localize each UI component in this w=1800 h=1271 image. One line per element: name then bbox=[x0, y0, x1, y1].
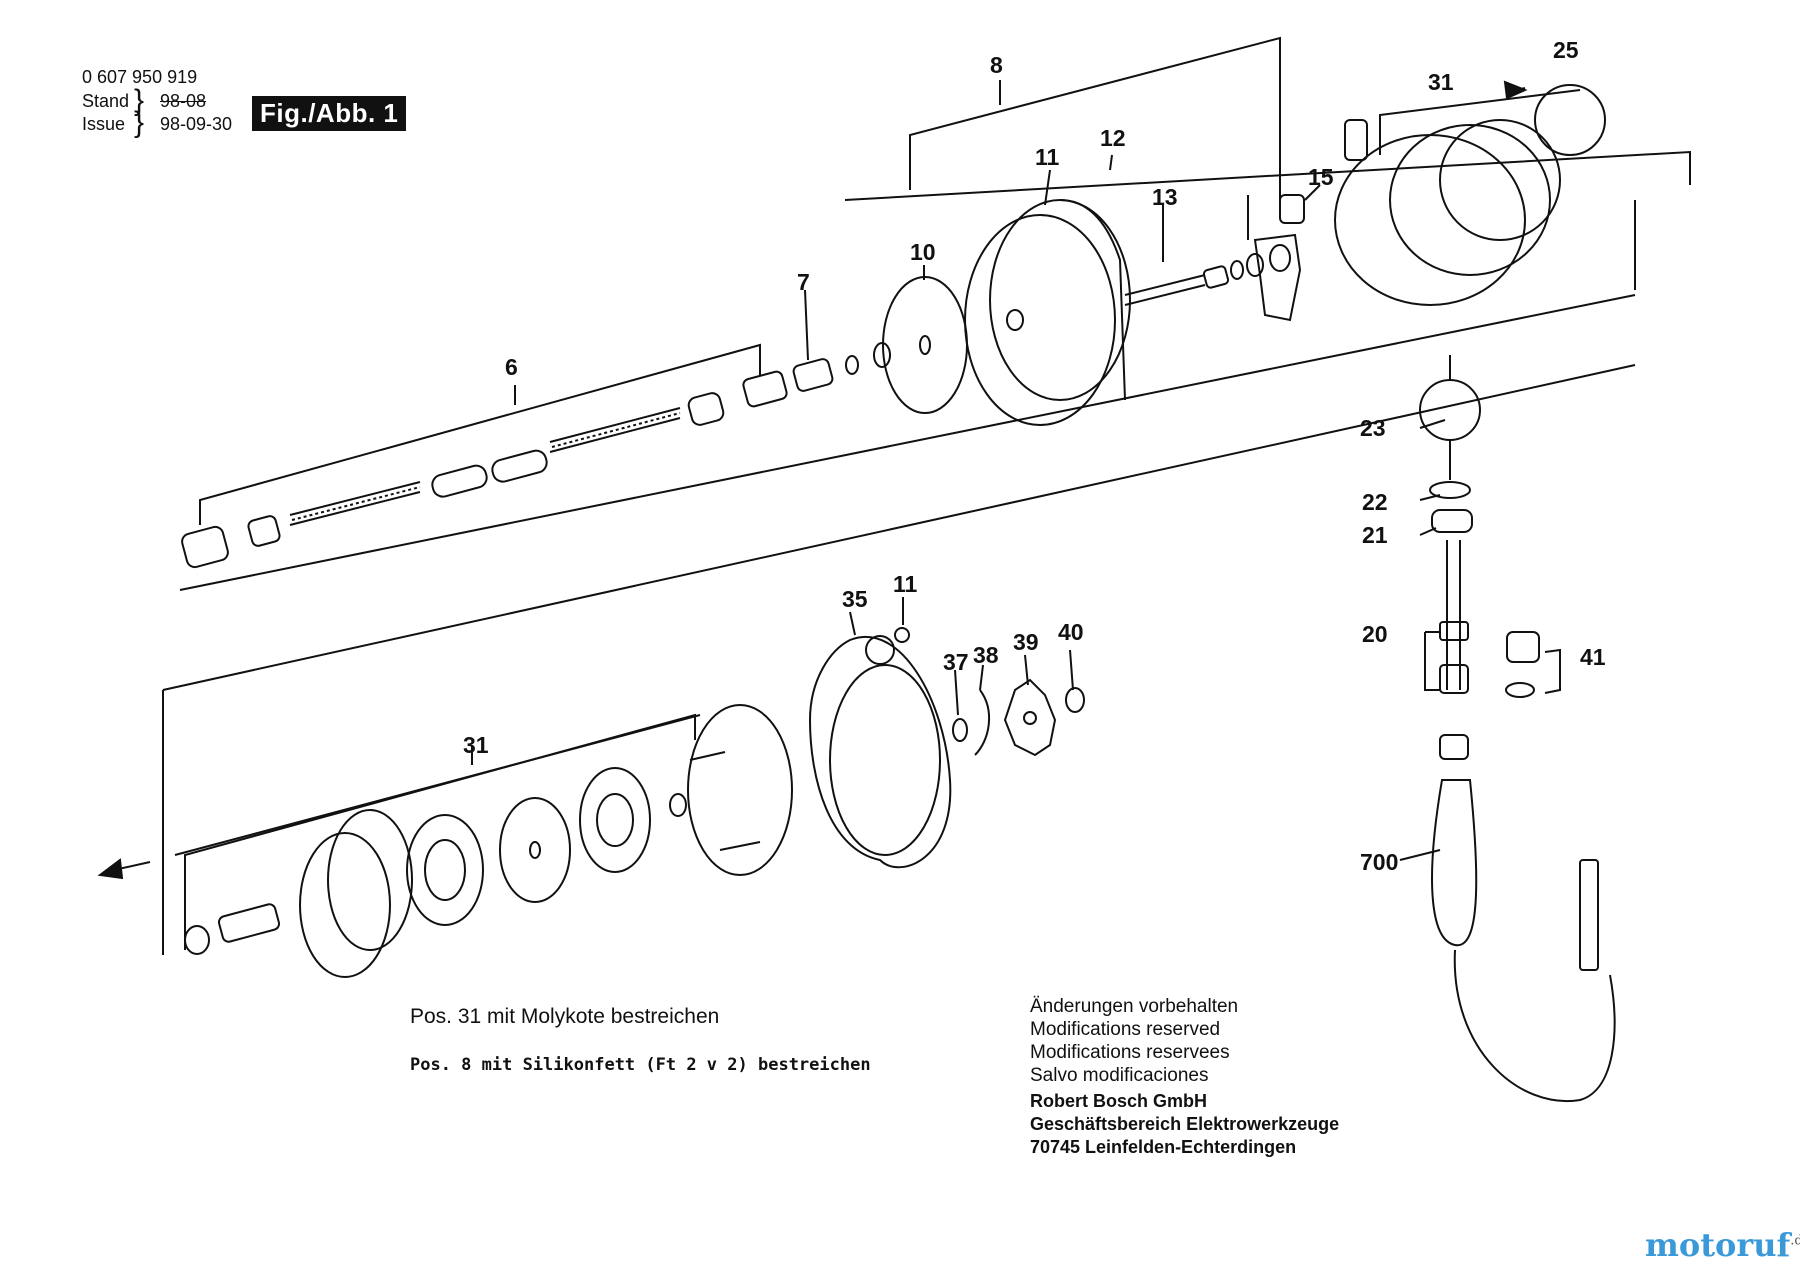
part-number: 0 607 950 919 bbox=[82, 67, 198, 87]
part-700-probe bbox=[1579, 859, 1599, 971]
note-silikonfett: Pos. 8 mit Silikonfett (Ft 2 v 2) bestre… bbox=[410, 1055, 871, 1075]
part-6-spring-coils bbox=[291, 486, 421, 521]
callout-6: 6 bbox=[505, 354, 518, 380]
part-6-nut-small bbox=[247, 515, 281, 547]
callout-38: 38 bbox=[973, 642, 999, 668]
callout-21: 21 bbox=[1362, 522, 1388, 548]
part-11-nut-lower bbox=[894, 627, 910, 643]
bracket-8 bbox=[909, 36, 1281, 200]
bracket-31-lower bbox=[184, 713, 696, 950]
callout-8: 8 bbox=[990, 52, 1003, 78]
part-700-cable bbox=[1453, 949, 1616, 1103]
upper-axis-line bbox=[179, 294, 1636, 591]
callout-700: 700 bbox=[1360, 849, 1398, 875]
callout-10: 10 bbox=[910, 239, 936, 265]
part-6-spring-right bbox=[549, 407, 681, 453]
direction-arrow-upper bbox=[1503, 80, 1528, 100]
part-31-pin bbox=[217, 903, 281, 943]
bracket-31-upper bbox=[1379, 89, 1581, 155]
part-41-washer bbox=[1505, 682, 1535, 698]
callout-35: 35 bbox=[842, 586, 868, 612]
callout-22: 22 bbox=[1362, 489, 1388, 515]
callout-13: 13 bbox=[1152, 184, 1178, 210]
callout-25: 25 bbox=[1553, 37, 1579, 63]
part-20-valve-stem bbox=[1446, 540, 1461, 690]
note-molykote: Pos. 31 mit Molykote bestreichen bbox=[410, 1005, 720, 1028]
callout-7: 7 bbox=[797, 269, 810, 295]
callout-31-lower: 31 bbox=[463, 732, 489, 758]
part-700-loop bbox=[1431, 779, 1478, 947]
part-6-nut-right bbox=[687, 392, 725, 426]
watermark-name: motoruf bbox=[1645, 1226, 1791, 1264]
stand-label: Stand bbox=[82, 91, 130, 111]
callout-41: 41 bbox=[1580, 644, 1606, 670]
part-31-plate bbox=[687, 704, 793, 876]
modification-line: Änderungen vorbehalten bbox=[1030, 996, 1239, 1017]
part-31-washer bbox=[184, 925, 210, 955]
part-40-washer bbox=[1065, 687, 1085, 713]
modification-line: Modifications reservees bbox=[1030, 1042, 1230, 1063]
callout-12: 12 bbox=[1100, 125, 1126, 151]
callout-11-upper: 11 bbox=[1035, 144, 1060, 170]
part-35-cover bbox=[808, 635, 952, 869]
part-37-washer bbox=[952, 718, 968, 742]
part-31-disc bbox=[499, 797, 571, 903]
part-6-sleeve-2 bbox=[491, 449, 548, 483]
lower-axis-line-1 bbox=[162, 364, 1636, 691]
part-22-seal bbox=[1429, 481, 1471, 499]
company-line: Robert Bosch GmbH bbox=[1030, 1091, 1208, 1111]
part-8-housing bbox=[964, 214, 1116, 426]
bracket-6 bbox=[199, 343, 761, 525]
direction-arrow bbox=[97, 858, 124, 880]
part-7-washer bbox=[845, 355, 859, 375]
issue-label: Issue bbox=[82, 114, 126, 134]
part-9-washer bbox=[873, 342, 891, 368]
part-31-ring bbox=[299, 832, 391, 978]
watermark-tld: .de bbox=[1790, 1233, 1800, 1249]
part-700-nut bbox=[1439, 734, 1469, 760]
issue-brace: } bbox=[134, 106, 145, 139]
figure-tag: Fig./Abb. 1 bbox=[252, 96, 407, 131]
part-7-fitting-b bbox=[792, 358, 834, 392]
part-25-clip bbox=[1534, 84, 1606, 156]
part-10-disc bbox=[882, 276, 968, 414]
callout-20: 20 bbox=[1362, 621, 1388, 647]
part-38-clip bbox=[974, 689, 991, 756]
part-6-nut bbox=[181, 525, 229, 569]
company-address: Robert Bosch GmbH Geschäftsbereich Elekt… bbox=[1030, 1090, 1339, 1159]
issue-value: 98-09-30 bbox=[160, 114, 233, 134]
callout-39: 39 bbox=[1013, 629, 1039, 655]
part-7-fitting bbox=[742, 370, 788, 408]
part-15-fitting bbox=[1279, 194, 1305, 224]
callout-31-upper: 31 bbox=[1428, 69, 1454, 95]
part-14-angle-block bbox=[1253, 233, 1302, 322]
callout-23: 23 bbox=[1360, 415, 1386, 441]
part-39-knob bbox=[1003, 678, 1057, 757]
part-31-coil-spring-1 bbox=[406, 814, 484, 926]
upper-assembly-frame bbox=[844, 150, 1691, 201]
part-21-cap bbox=[1431, 509, 1473, 533]
part-31-upper-housing bbox=[1334, 134, 1526, 306]
part-6-sleeve-1 bbox=[431, 464, 488, 498]
callout-15: 15 bbox=[1308, 164, 1334, 190]
stand-brace: } bbox=[134, 84, 145, 117]
part-13-screw bbox=[1124, 274, 1206, 306]
part-6-spring-left bbox=[289, 481, 421, 526]
modification-line: Modifications reserved bbox=[1030, 1019, 1221, 1040]
callout-40: 40 bbox=[1058, 619, 1084, 645]
company-line: Geschäftsbereich Elektrowerkzeuge bbox=[1030, 1114, 1340, 1134]
callout-37: 37 bbox=[943, 649, 969, 675]
watermark-logo: motoruf.de bbox=[1645, 1226, 1800, 1264]
modification-line: Salvo modificaciones bbox=[1030, 1065, 1209, 1086]
stand-value: 98-08 bbox=[160, 91, 207, 111]
part-41-nut bbox=[1506, 631, 1540, 663]
company-line: 70745 Leinfelden-Echterdingen bbox=[1030, 1137, 1297, 1157]
part-31-coil-spring-2 bbox=[579, 767, 651, 873]
callout-11-lower: 11 bbox=[893, 571, 918, 597]
modifications-notice: Änderungen vorbehalten Modifications res… bbox=[1030, 995, 1238, 1087]
